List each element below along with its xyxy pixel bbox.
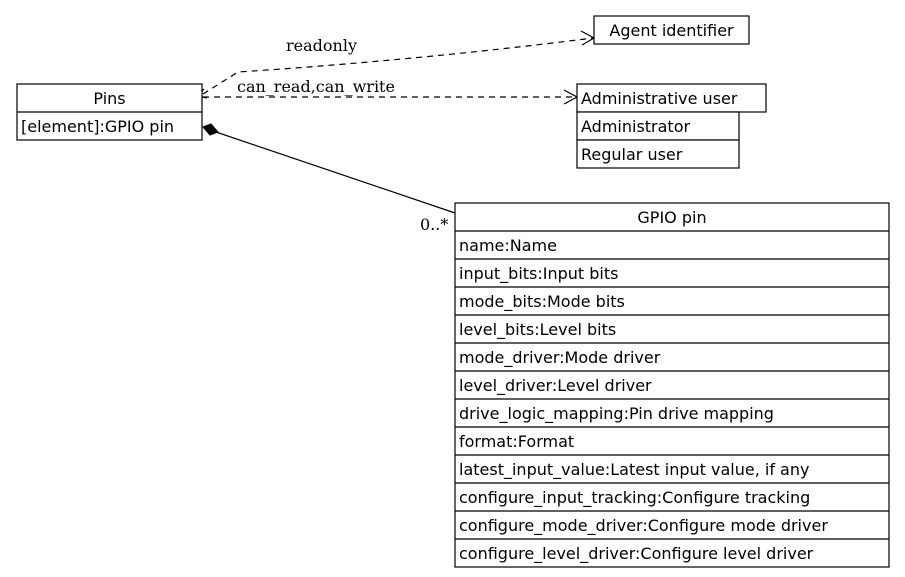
class-pins-attribute: [element]:GPIO pin [21, 117, 174, 136]
class-gpio-pin-attribute: mode_bits:Mode bits [459, 292, 625, 312]
class-gpio-pin-attribute: level_bits:Level bits [459, 320, 616, 340]
class-gpio-pin-attribute: mode_driver:Mode driver [459, 348, 661, 368]
enum-value-regular-user: Regular user [581, 145, 683, 164]
multiplicity-label: 0..* [420, 215, 448, 234]
class-agent-identifier[interactable]: Agent identifier [593, 15, 750, 45]
class-pins-title: Pins [93, 89, 125, 108]
edge-can-read-write: can_read,can_write [203, 77, 579, 105]
class-gpio-pin-attribute: format:Format [459, 432, 574, 451]
edge-composition: 0..* [202, 123, 456, 234]
enum-administrative-user-title: Administrative user [581, 89, 738, 108]
edge-rw-label: can_read,can_write [237, 77, 395, 96]
class-gpio-pin-attribute: drive_logic_mapping:Pin drive mapping [459, 404, 774, 424]
class-pins[interactable]: Pins [element]:GPIO pin [16, 83, 203, 141]
class-gpio-pin-attribute: configure_mode_driver:Configure mode dri… [459, 516, 828, 536]
class-gpio-pin-attribute: configure_input_tracking:Configure track… [459, 488, 810, 508]
class-agent-identifier-title: Agent identifier [609, 21, 734, 40]
class-gpio-pin-attribute: latest_input_value:Latest input value, i… [459, 460, 809, 480]
class-gpio-pin-attribute: configure_level_driver:Configure level d… [459, 544, 814, 564]
composition-diamond-icon [202, 123, 219, 136]
class-gpio-pin-attribute: level_driver:Level driver [459, 376, 652, 396]
enum-administrative-user[interactable]: Administrative user Administrator Regula… [576, 83, 767, 169]
enum-value-administrator: Administrator [581, 117, 690, 136]
class-gpio-pin-attribute: name:Name [459, 236, 557, 255]
class-gpio-pin[interactable]: GPIO pin name:Name input_bits:Input bits m… [454, 202, 890, 568]
edge-readonly-label: readonly [286, 36, 357, 55]
class-gpio-pin-title: GPIO pin [637, 208, 706, 227]
class-gpio-pin-attribute: input_bits:Input bits [459, 264, 618, 284]
